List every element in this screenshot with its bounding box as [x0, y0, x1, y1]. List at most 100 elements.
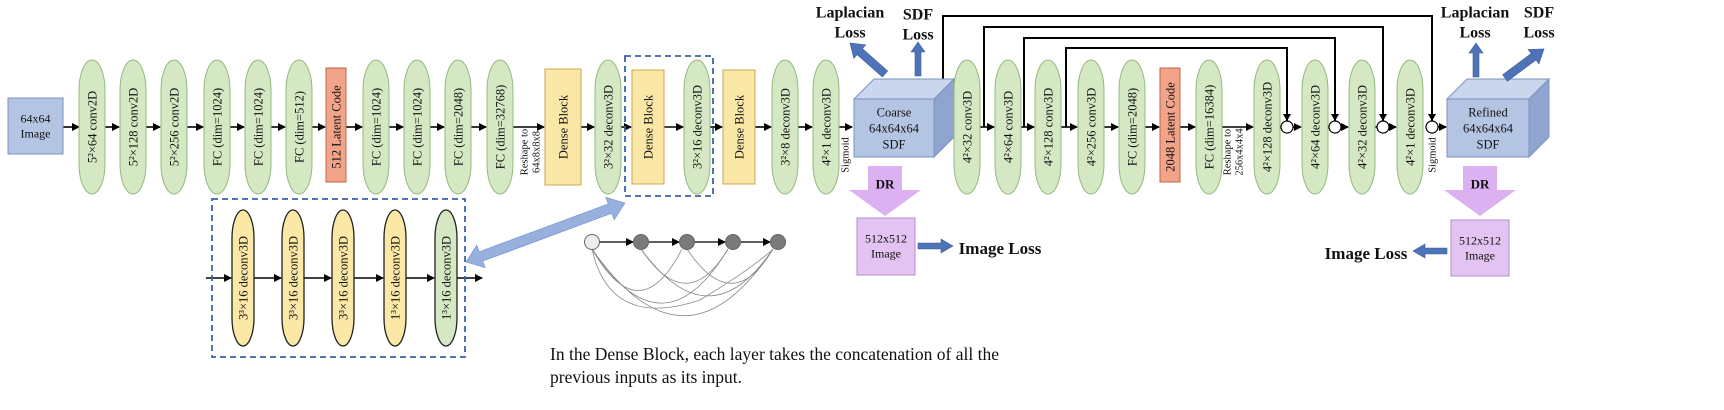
coarse-image-box — [856, 217, 916, 276]
dr-arrow-left — [849, 166, 921, 216]
ref-layer-label-8: 4²×128 deconv3D — [1260, 82, 1274, 172]
ref-latent-code — [1159, 67, 1181, 183]
enc-layer-label-11: FC (dim=32768) — [493, 85, 507, 170]
ref-layer-10 — [1348, 59, 1376, 195]
enc-layer-label-17: 3²×8 deconv3D — [778, 88, 792, 166]
ref-layer-label-10: 4²×32 deconv3D — [1355, 85, 1369, 169]
dense-detail-label-2: 3³×16 deconv3D — [286, 236, 300, 320]
dr-arrow-right-label: DR — [1471, 177, 1490, 192]
dense-graph-edge-1-4 — [640, 248, 774, 297]
dr-arrow-left-label: DR — [876, 177, 895, 192]
ref-layer-3 — [1034, 59, 1062, 195]
ref-layer-label-4: 4²×256 conv3D — [1084, 88, 1098, 167]
dense-block-caption: In the Dense Block, each layer takes the… — [550, 344, 999, 387]
ref-layer-2 — [994, 59, 1022, 195]
dense-graph-node-5 — [770, 234, 786, 250]
enc-layer-11 — [486, 59, 514, 195]
refined-sdf-cube — [1446, 98, 1530, 158]
dense-detail-layer-1 — [231, 209, 255, 347]
input-image-box — [7, 97, 64, 155]
reshape2-label: Reshape to256x4x4x4 — [1223, 128, 1246, 176]
enc-layer-label-15: 3²×16 deconv3D — [690, 85, 704, 169]
enc-layer-10 — [444, 59, 472, 195]
sigmoid1-label: Sigmoid — [841, 136, 852, 172]
enc-layer-15 — [683, 59, 711, 195]
enc-layer-label-10: FC (dim=2048) — [451, 88, 465, 166]
skip-connection-1 — [942, 15, 1433, 127]
ref-layer-label-5: FC (dim=2048) — [1125, 88, 1139, 166]
add-node-4 — [1280, 120, 1294, 134]
dense-graph-node-4 — [725, 234, 741, 250]
enc-layer-label-4: FC (dim=1024) — [210, 88, 224, 166]
dense-detail-label-3: 3³×16 deconv3D — [336, 236, 350, 320]
skip-connection-3 — [1023, 37, 1336, 127]
skip-head-1 — [1428, 114, 1436, 121]
laplacian-right-arrow — [1468, 42, 1484, 78]
enc-layer-1 — [78, 59, 106, 195]
enc-layer-label-16: Dense Block — [732, 94, 746, 159]
image-loss-left-label: Image Loss — [959, 239, 1042, 258]
enc-layer-label-2: 5²×128 conv2D — [126, 88, 140, 167]
ref-layer-label-7: FC (dim=16384) — [1202, 85, 1216, 170]
enc-layer-label-9: FC (dim=1024) — [410, 88, 424, 166]
dense-graph-edge-0-2 — [591, 248, 683, 291]
dense-graph-node-2 — [633, 234, 649, 250]
enc-layer-17 — [771, 59, 799, 195]
skip-head-3 — [1331, 114, 1339, 121]
enc-layer-label-8: FC (dim=1024) — [369, 88, 383, 166]
laplacian-left-arrow — [849, 42, 889, 78]
dense-graph-edge-long — [591, 248, 773, 309]
image-loss-right-label: Image Loss — [1325, 244, 1408, 263]
enc-layer-5 — [244, 59, 272, 195]
sdf-loss-right-arrow — [1502, 48, 1545, 82]
ref-layer-8 — [1253, 59, 1281, 195]
dense-detail-label-4: 1³×16 deconv3D — [388, 236, 402, 320]
enc-layer-label-12: Dense Block — [556, 94, 570, 159]
dense-detail-layer-2 — [281, 209, 305, 347]
ref-layer-label-6: 2048 Latent Code — [1163, 82, 1177, 172]
ref-layer-label-9: 4²×64 deconv3D — [1308, 85, 1322, 169]
dense-detail-layer-5 — [434, 209, 458, 347]
image-loss-left-arrow — [917, 238, 954, 254]
sdf-loss-left-arrow — [910, 41, 926, 77]
ref-layer-11 — [1396, 59, 1424, 195]
dr-arrow-right — [1444, 166, 1516, 216]
dense-highlight-box — [624, 55, 714, 197]
enc-layer-18 — [812, 59, 840, 195]
dense-graph-edge-2-4 — [686, 248, 774, 284]
add-node-3 — [1328, 120, 1342, 134]
refined-image-box — [1450, 219, 1510, 277]
ref-layer-label-1: 4²×32 conv3D — [960, 91, 974, 163]
skip-connection-2 — [983, 26, 1384, 127]
enc-layer-6 — [285, 59, 313, 195]
ref-layer-1 — [953, 59, 981, 195]
ref-layer-label-3: 4²×128 conv3D — [1041, 88, 1055, 167]
ref-layer-label-2: 4²×64 conv3D — [1001, 91, 1015, 163]
enc-layer-label-1: 5²×64 conv2D — [85, 91, 99, 163]
ref-layer-5 — [1118, 59, 1146, 195]
dense-detail-label-1: 3³×16 deconv3D — [236, 236, 250, 320]
ref-layer-4 — [1077, 59, 1105, 195]
dense-graph-node-1 — [584, 234, 600, 250]
add-node-2 — [1376, 120, 1390, 134]
enc-layer-label-13: 3²×32 deconv3D — [601, 85, 615, 169]
dense-detail-label-5: 1³×16 deconv3D — [439, 236, 453, 320]
dense-detail-link-arrow — [465, 196, 626, 269]
dense-graph-node-3 — [679, 234, 695, 250]
enc-layer-label-3: 5²×256 conv2D — [167, 88, 181, 167]
image-loss-right-arrow — [1412, 243, 1448, 259]
dense-graph-edge-0-4 — [591, 248, 774, 316]
enc-layer-8 — [362, 59, 390, 195]
enc-dense-block-15 — [722, 69, 756, 185]
enc-layer-4 — [203, 59, 231, 195]
